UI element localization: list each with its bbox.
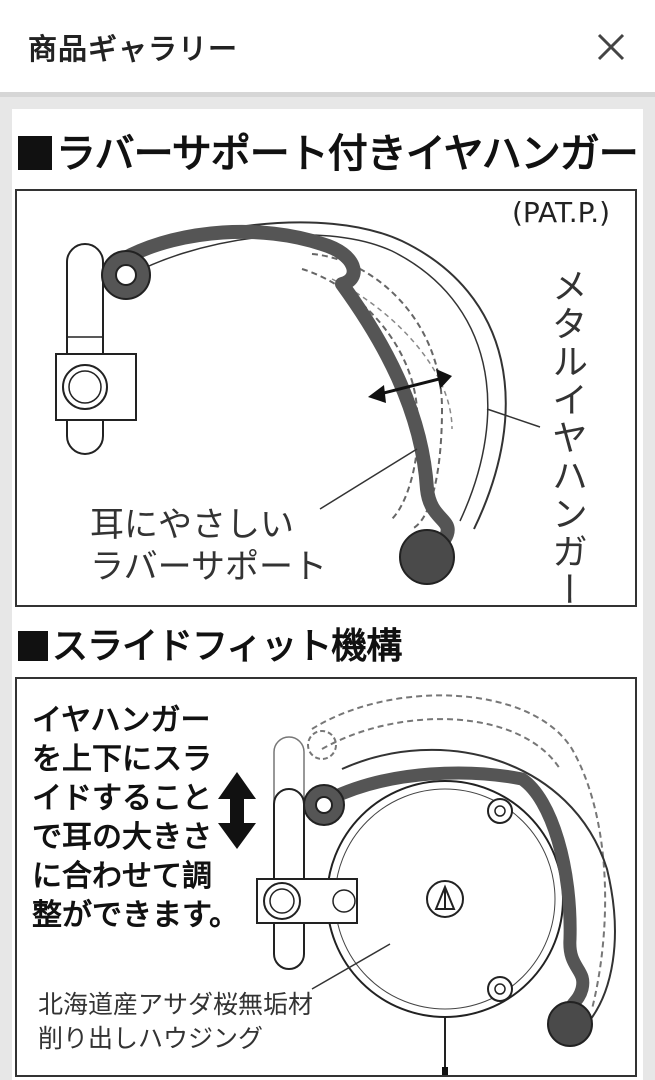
description-line: で耳の大きさ (32, 820, 212, 855)
earhanger-illustration (55, 221, 616, 1075)
page-title: 商品ギャラリー (28, 32, 239, 66)
product-image: ラバーサポート付きイヤハンガー スライドフィット機構 (12, 109, 643, 1080)
close-button[interactable] (592, 28, 630, 66)
section2-title: スライドフィット機構 (52, 626, 402, 667)
square-bullet-icon (18, 136, 52, 170)
metal-earhanger-label: メタルイヤハンガー (546, 267, 587, 609)
patent-pending-label: (PAT.P.) (512, 196, 611, 229)
description-line: 整ができます。 (32, 898, 239, 933)
description-line: イヤハンガー (32, 703, 211, 738)
housing-label-line2: 削り出しハウジング (38, 1024, 264, 1053)
header-divider (0, 92, 655, 97)
image-viewer[interactable]: ラバーサポート付きイヤハンガー スライドフィット機構 (0, 97, 655, 1080)
rubber-support-label-line1: 耳にやさしい (90, 505, 294, 545)
gallery-header: 商品ギャラリー (0, 0, 655, 92)
description-line: を上下にスラ (32, 742, 212, 777)
section1-heading: ラバーサポート付きイヤハンガー (18, 121, 639, 179)
square-bullet-icon (18, 631, 48, 661)
section2-heading: スライドフィット機構 (18, 617, 402, 669)
housing-label-line1: 北海道産アサダ桜無垢材 (38, 990, 314, 1019)
description-line: に合わせて調 (32, 859, 212, 894)
section1-title: ラバーサポート付きイヤハンガー (56, 131, 639, 177)
rubber-support-label-line2: ラバーサポート (90, 547, 327, 587)
close-icon (597, 33, 625, 61)
description-line: イドすること (32, 781, 212, 816)
slide-fit-description: イヤハンガー を上下にスラ イドすること で耳の大きさ に合わせて調 整ができま… (32, 701, 239, 935)
